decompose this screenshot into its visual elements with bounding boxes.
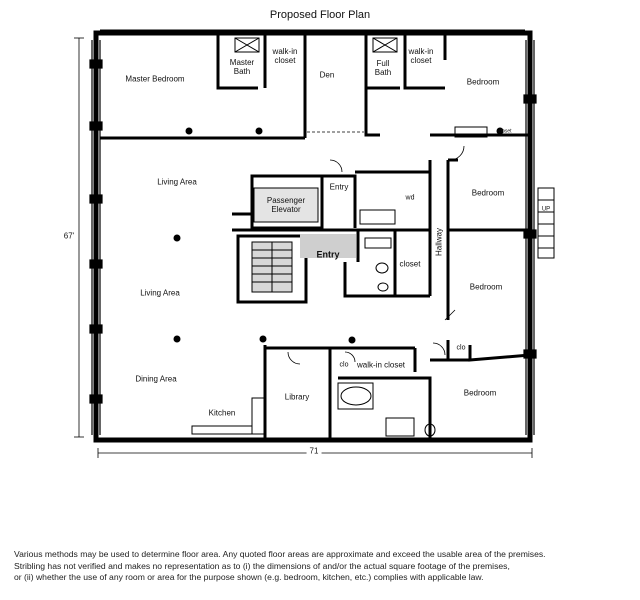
room-library: Library [284, 392, 310, 402]
stair-treads [251, 241, 293, 293]
interior-walls [100, 33, 531, 440]
entry-hall-fill [300, 234, 356, 258]
stair-up-label: UP [541, 206, 551, 213]
disclaimer-line: Various methods may be used to determine… [14, 549, 546, 559]
room-bedroom-2: Bedroom [471, 188, 505, 198]
fixtures [191, 37, 555, 437]
room-walkin-closet-3: walk-in closet [356, 360, 406, 370]
door-swings [287, 145, 465, 365]
plan-title: Proposed Floor Plan [269, 9, 371, 21]
room-master-bath: Master Bath [229, 58, 255, 76]
elevator-car [253, 187, 319, 223]
room-living-area-1: Living Area [157, 177, 197, 187]
room-bedroom-3: Bedroom [469, 282, 503, 292]
room-full-bath: Full Bath [374, 59, 392, 77]
room-hallway: Hallway [434, 227, 444, 257]
room-wd: wd [405, 194, 415, 202]
room-entry: Entry [316, 249, 340, 260]
room-clo-2: clo [339, 361, 349, 369]
left-windows [89, 40, 103, 435]
room-bedroom-1: Bedroom [466, 77, 500, 87]
room-den: Den [319, 70, 335, 80]
disclaimer-line: or (ii) whether the use of any room or a… [14, 572, 484, 582]
room-living-area-2: Living Area [140, 288, 180, 298]
width-dimension: 71 [306, 446, 322, 456]
room-master-bedroom: Master Bedroom [125, 74, 185, 84]
room-closet: closet [399, 259, 421, 269]
room-walkin-closet-1: walk-in closet [272, 47, 298, 65]
right-windows [523, 40, 537, 435]
room-bedroom-4: Bedroom [463, 388, 497, 398]
columns [173, 127, 504, 344]
room-kitchen: Kitchen [208, 408, 236, 418]
room-closet-small: closet [498, 128, 512, 135]
room-passenger-elevator: Passenger Elevator [266, 196, 306, 214]
room-dining-area: Dining Area [135, 374, 177, 384]
disclaimer-line: Stribling has not verified and makes no … [14, 560, 510, 571]
room-walkin-closet-2: walk-in closet [408, 47, 434, 65]
disclaimer: Various methods may be used to determine… [14, 549, 629, 584]
height-dimension: 67' [63, 231, 75, 241]
room-clo-1: clo [456, 344, 466, 352]
room-entry-small: Entry [329, 182, 349, 192]
exterior-walls [93, 30, 533, 443]
